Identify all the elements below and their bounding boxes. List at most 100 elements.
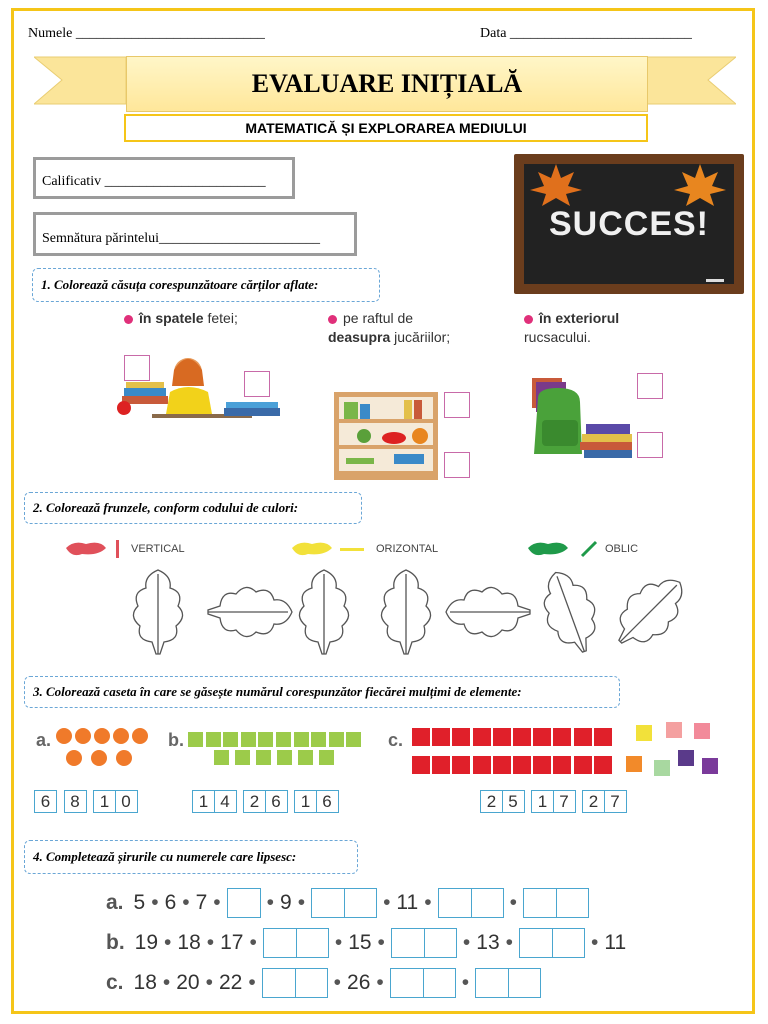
sequence-b: b.19•18•17••15••13••11 bbox=[106, 928, 626, 958]
answer-box[interactable] bbox=[518, 928, 585, 958]
title-ribbon bbox=[34, 56, 736, 105]
digit-cell: 1 bbox=[294, 790, 317, 813]
digit-cell: 1 bbox=[93, 790, 116, 813]
green-square bbox=[258, 732, 274, 747]
green-square bbox=[346, 732, 362, 747]
bullet-separator: • bbox=[376, 971, 384, 994]
green-square bbox=[223, 732, 239, 747]
sequence-number: 9 bbox=[280, 891, 292, 914]
sequence-a: a.5•6•7••9••11•• bbox=[106, 888, 589, 918]
green-crayon-swatch bbox=[528, 540, 598, 558]
checkbox-option-1a[interactable] bbox=[124, 355, 150, 381]
bullet-icon bbox=[124, 314, 133, 324]
sequence-number: 15 bbox=[348, 931, 372, 954]
bullet-separator: • bbox=[505, 931, 513, 954]
leaf-icon bbox=[207, 586, 293, 638]
red-square bbox=[593, 756, 612, 774]
number-option[interactable]: 8 bbox=[63, 790, 87, 813]
checkbox-option-3a[interactable] bbox=[637, 373, 663, 399]
answer-box[interactable] bbox=[390, 928, 457, 958]
sequence-number: 18 bbox=[133, 971, 157, 994]
red-square bbox=[452, 756, 471, 774]
task2-prompt: 2. Colorează frunzele, conform codului d… bbox=[24, 492, 362, 524]
bullet-separator: • bbox=[248, 971, 256, 994]
bullet-separator: • bbox=[151, 891, 159, 914]
task1-option-2: pe raftul de deasupra jucăriilor; bbox=[328, 310, 451, 345]
answer-box[interactable] bbox=[475, 968, 542, 998]
task1-option-1: în spatele fetei; bbox=[124, 309, 238, 328]
orange-dot bbox=[132, 728, 148, 744]
red-square bbox=[533, 728, 552, 746]
checkbox-option-3b[interactable] bbox=[637, 432, 663, 458]
leaf-icon bbox=[380, 569, 432, 655]
sequence-number: 5 bbox=[133, 891, 146, 914]
task3-prompt: 3. Colorează caseta în care se găsește n… bbox=[24, 676, 620, 708]
checkbox-option-1b[interactable] bbox=[244, 371, 270, 397]
board-text: SUCCES! bbox=[548, 204, 710, 243]
bullet-icon bbox=[328, 314, 337, 324]
bullet-separator: • bbox=[377, 931, 385, 954]
answer-box[interactable] bbox=[311, 888, 378, 918]
digit-cell: 2 bbox=[243, 790, 266, 813]
set-c-label: c. bbox=[388, 730, 404, 750]
digit-cell: 6 bbox=[315, 790, 339, 813]
green-square bbox=[298, 750, 313, 765]
answer-box[interactable] bbox=[437, 888, 504, 918]
leaf-icon bbox=[298, 569, 350, 655]
green-square bbox=[276, 732, 291, 747]
bullet-separator: • bbox=[213, 891, 221, 914]
answer-box[interactable] bbox=[389, 968, 456, 998]
leaf-icon bbox=[543, 571, 596, 653]
digit-cell: 5 bbox=[501, 790, 525, 813]
checkbox-option-2b[interactable] bbox=[444, 452, 470, 478]
answer-box[interactable] bbox=[522, 888, 589, 918]
green-square bbox=[293, 732, 309, 747]
task1-prompt: 1. Colorează căsuța corespunzătoare cărț… bbox=[32, 268, 380, 302]
red-square bbox=[553, 728, 572, 746]
orange-dot bbox=[66, 750, 82, 766]
set-b-label: b. bbox=[168, 730, 184, 750]
bullet-separator: • bbox=[266, 891, 275, 914]
bullet-separator: • bbox=[297, 891, 306, 914]
answer-box[interactable] bbox=[226, 888, 261, 918]
orange-dot bbox=[56, 728, 72, 744]
green-square bbox=[311, 732, 327, 747]
sequence-number: 11 bbox=[396, 891, 419, 914]
checkbox-option-2a[interactable] bbox=[444, 392, 470, 418]
orange-dot bbox=[113, 728, 129, 744]
set-c-squares bbox=[412, 728, 618, 776]
answer-box[interactable] bbox=[262, 928, 329, 958]
green-square bbox=[328, 732, 344, 747]
green-square bbox=[188, 732, 203, 747]
answer-box[interactable] bbox=[261, 968, 328, 998]
page-subtitle: MATEMATICĂ ȘI EXPLORAREA MEDIULUI bbox=[124, 114, 648, 142]
digit-cell: 6 bbox=[264, 790, 288, 813]
set-a-dots bbox=[56, 728, 156, 770]
bullet-separator: • bbox=[162, 971, 171, 994]
sequence-number: 19 bbox=[134, 931, 159, 954]
yellow-crayon-swatch bbox=[292, 542, 364, 556]
bullet-separator: • bbox=[333, 971, 342, 994]
bullet-separator: • bbox=[383, 891, 391, 914]
bullet-separator: • bbox=[334, 931, 343, 954]
green-square bbox=[277, 750, 292, 765]
red-square bbox=[472, 756, 491, 774]
bullet-separator: • bbox=[182, 891, 190, 914]
digit-cell: 7 bbox=[603, 790, 627, 813]
orange-dot bbox=[116, 750, 132, 766]
shelf-illustration bbox=[334, 392, 438, 480]
bullet-separator: • bbox=[206, 931, 215, 954]
bullet-separator: • bbox=[205, 971, 213, 994]
sequence-number: 26 bbox=[347, 971, 371, 994]
red-square bbox=[492, 756, 511, 774]
number-option[interactable]: 6 bbox=[34, 790, 57, 813]
